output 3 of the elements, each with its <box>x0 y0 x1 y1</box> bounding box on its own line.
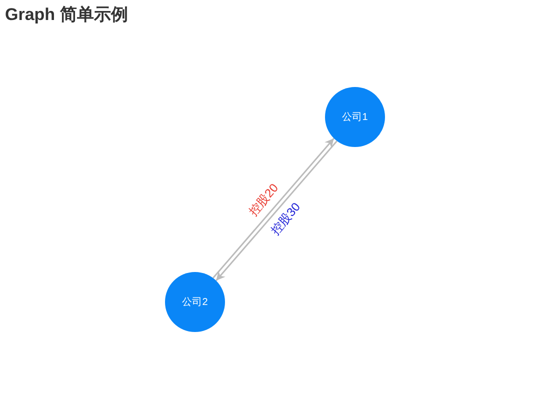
node-label: 公司2 <box>182 296 208 309</box>
title: Graph 简单示例 <box>5 4 128 26</box>
node-label: 公司1 <box>342 111 368 124</box>
